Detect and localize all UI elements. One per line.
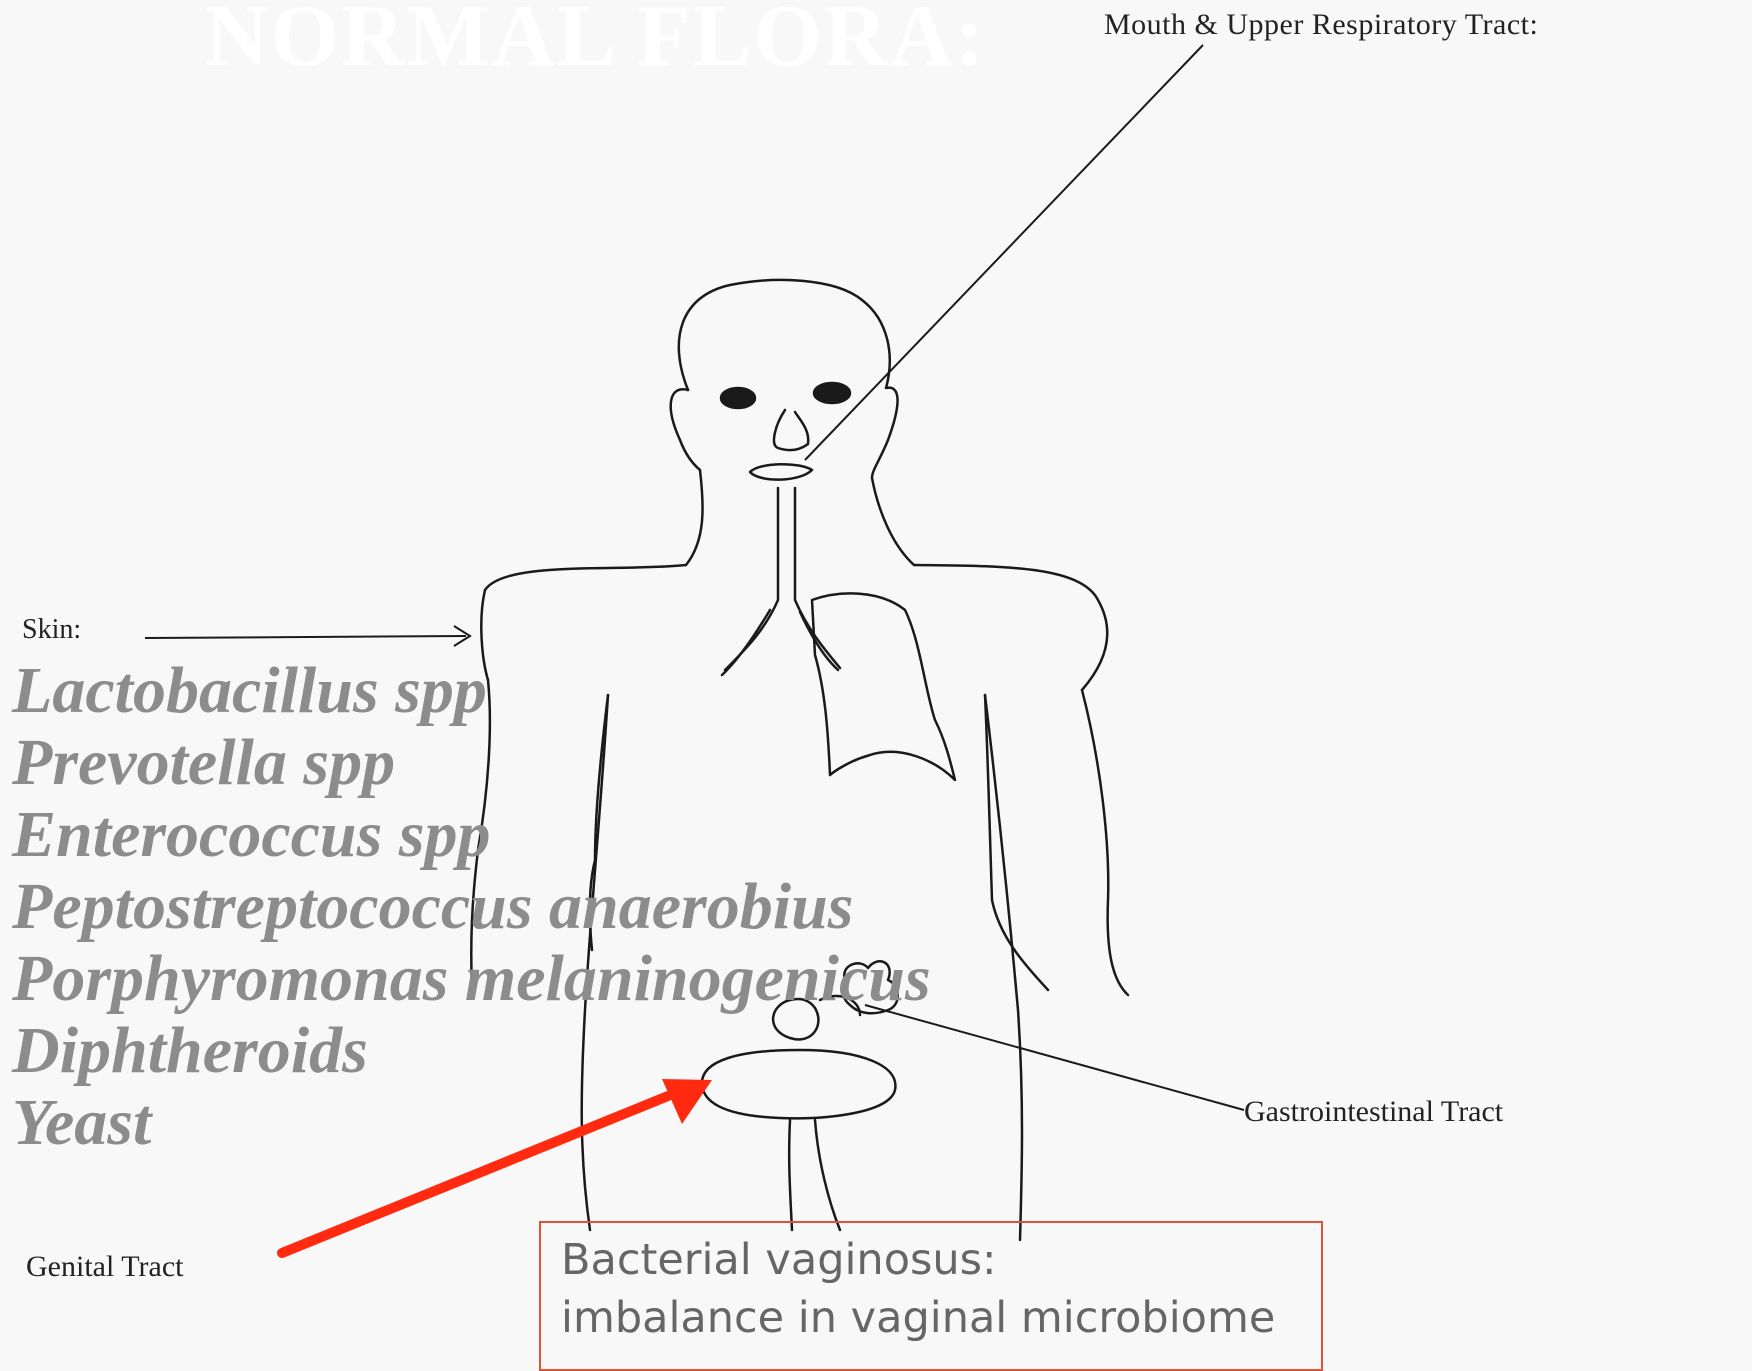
mouth-respiratory-label: Mouth & Upper Respiratory Tract:: [1104, 8, 1538, 42]
organism-item: Prevotella spp: [12, 727, 931, 799]
right-arm-inner: [985, 695, 1048, 990]
organism-item: Peptostreptococcus anaerobius: [12, 871, 931, 943]
right-shoulder: [914, 565, 1107, 690]
neck-right: [872, 478, 914, 565]
head-outline: [679, 280, 898, 478]
slide-title: NORMAL FLORA:: [205, 0, 986, 87]
mouth-pointer-line: [805, 45, 1203, 460]
skin-label: Skin:: [22, 614, 81, 646]
organism-item: Yeast: [12, 1087, 931, 1159]
left-eye: [721, 388, 755, 408]
torso-right: [985, 695, 1022, 1240]
organism-item: Diphtheroids: [12, 1015, 931, 1087]
mouth: [750, 464, 812, 479]
organism-list: Lactobacillus spp Prevotella spp Enteroc…: [12, 655, 931, 1159]
gastrointestinal-label: Gastrointestinal Tract: [1244, 1095, 1503, 1129]
genital-tract-label: Genital Tract: [26, 1250, 184, 1284]
organism-item: Lactobacillus spp: [12, 655, 931, 727]
organism-item: Porphyromonas melaninogenicus: [12, 943, 931, 1015]
left-ear: [671, 389, 700, 470]
right-arm-outer: [1082, 690, 1128, 995]
trachea-left: [725, 488, 778, 670]
callout-box: Bacterial vaginosus: imbalance in vagina…: [539, 1221, 1323, 1371]
skin-pointer-line: [145, 636, 466, 638]
right-eye: [814, 383, 850, 403]
callout-line-2: imbalance in vaginal microbiome: [561, 1289, 1301, 1347]
organism-item: Enterococcus spp: [12, 799, 931, 871]
trachea-right: [795, 488, 840, 668]
neck-left: [686, 470, 703, 565]
callout-line-1: Bacterial vaginosus:: [561, 1231, 1301, 1289]
nose: [774, 410, 808, 450]
